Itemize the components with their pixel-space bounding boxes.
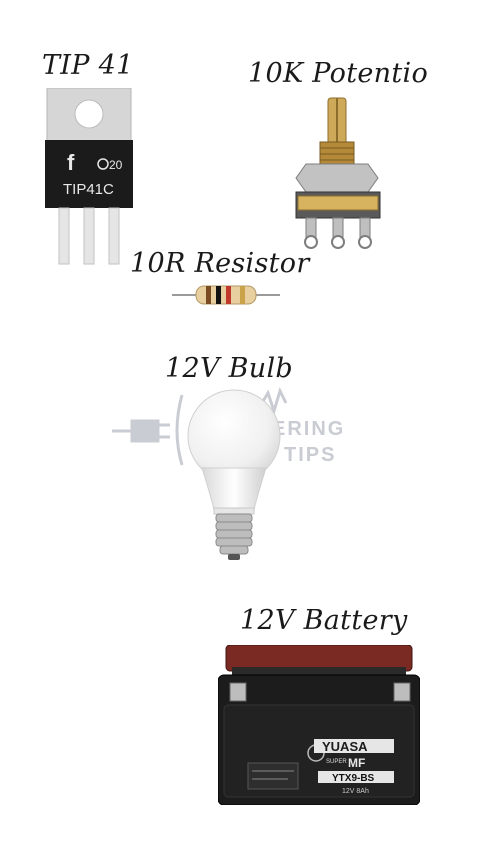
battery: YUASA SUPER MF YTX9-BS 12V 8Ah <box>218 645 420 805</box>
bulb-label: 12V Bulb <box>165 353 293 384</box>
battery-subbrand: MF <box>348 756 365 770</box>
watermark-line1: ERING <box>272 418 342 440</box>
battery-super: SUPER <box>326 759 347 765</box>
tip41-transistor: f 20 TIP41C <box>45 88 135 268</box>
svg-text:f: f <box>67 150 75 175</box>
battery-brand: YUASA <box>322 739 368 754</box>
potentiometer <box>288 96 388 256</box>
resistor <box>172 282 280 308</box>
tip41-label: TIP 41 <box>42 50 134 81</box>
watermark-line2: TIPS <box>284 444 336 466</box>
transistor-marking: TIP41C <box>63 181 114 198</box>
potentiometer-label: 10K Potentio <box>248 58 428 89</box>
bulb <box>184 388 284 564</box>
battery-voltage: 12V 8Ah <box>342 788 369 795</box>
transistor-code: 20 <box>109 158 123 172</box>
battery-label: 12V Battery <box>240 605 408 636</box>
battery-model: YTX9-BS <box>332 773 375 784</box>
resistor-label: 10R Resistor <box>130 248 310 279</box>
watermark: ERING TIPS <box>112 385 342 475</box>
